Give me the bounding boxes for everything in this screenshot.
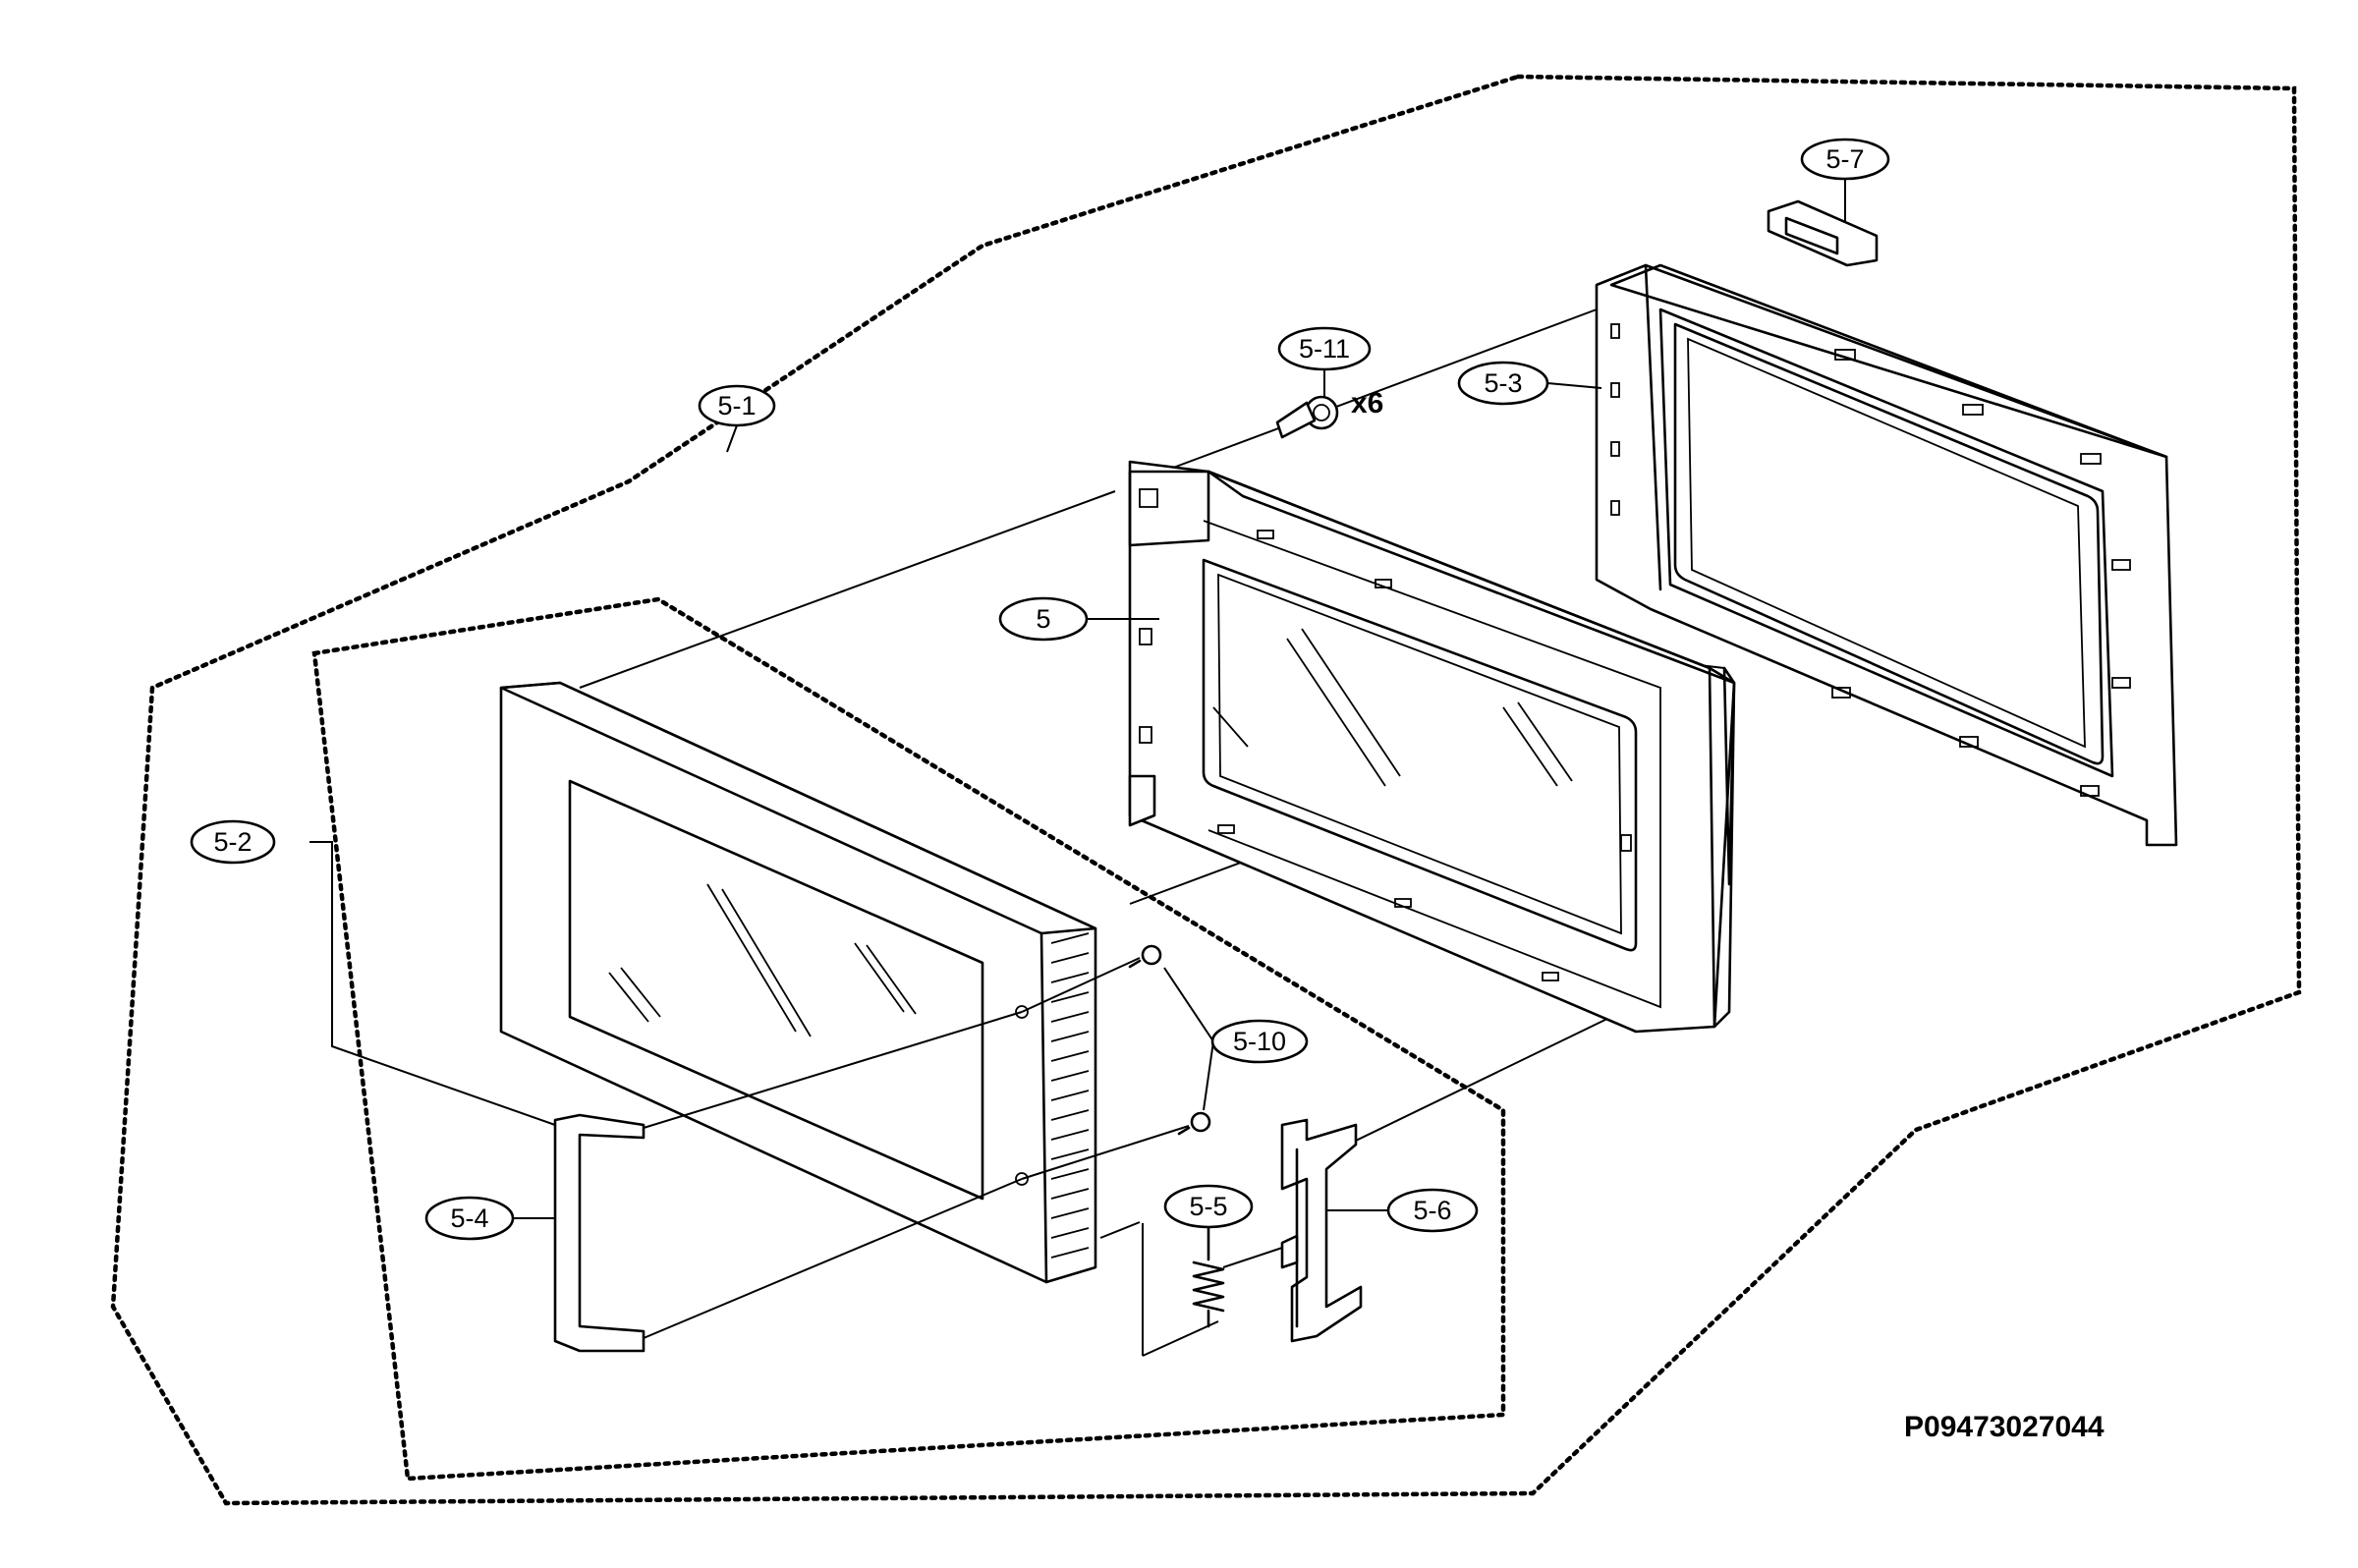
group-boundary-5-1 — [110, 74, 2302, 1506]
callout-5: 5 — [998, 596, 1089, 642]
door-panel-glare — [608, 883, 917, 1037]
part-5-2-door-panel — [499, 681, 1097, 1284]
svg-text:5-7: 5-7 — [1825, 144, 1864, 174]
quantity-label: x6 — [1351, 387, 1383, 420]
door-frame-glare — [1212, 628, 1573, 787]
callout-5-1: 5-1 — [698, 384, 776, 427]
callout-5-2: 5-2 — [190, 819, 276, 865]
part-5-10-screws — [1021, 944, 1211, 1180]
svg-text:5: 5 — [1036, 604, 1050, 634]
svg-text:5-4: 5-4 — [450, 1204, 488, 1233]
drawing-code: P09473027044 — [1904, 1411, 2105, 1443]
part-5-11-screw — [1275, 395, 1339, 439]
callout-5-10: 5-10 — [1210, 1019, 1309, 1064]
part-5-6-latch — [1280, 1118, 1363, 1343]
svg-text:5-6: 5-6 — [1413, 1196, 1451, 1225]
callout-5-4: 5-4 — [424, 1196, 515, 1241]
svg-text:5-5: 5-5 — [1189, 1192, 1227, 1221]
svg-text:5-1: 5-1 — [717, 391, 756, 420]
callout-5-11: 5-11 — [1277, 326, 1372, 371]
callout-5-3: 5-3 — [1457, 361, 1549, 406]
part-5-door-frame — [1128, 460, 1736, 1034]
callout-5-6: 5-6 — [1386, 1188, 1479, 1233]
part-5-3-frame — [1595, 263, 2178, 847]
svg-text:5-3: 5-3 — [1484, 368, 1522, 398]
part-5-5-spring — [1099, 1216, 1283, 1357]
svg-text:5-10: 5-10 — [1233, 1027, 1286, 1056]
svg-text:5-2: 5-2 — [213, 827, 252, 857]
part-5-4-handle — [553, 1011, 1023, 1353]
svg-text:5-11: 5-11 — [1299, 334, 1350, 364]
part-5-7-plate — [1767, 199, 1879, 267]
door-panel-vents — [1050, 932, 1090, 1259]
callout-5-5: 5-5 — [1163, 1184, 1254, 1229]
group-boundary-5-2 — [311, 596, 1506, 1482]
callout-5-7: 5-7 — [1800, 138, 1890, 181]
